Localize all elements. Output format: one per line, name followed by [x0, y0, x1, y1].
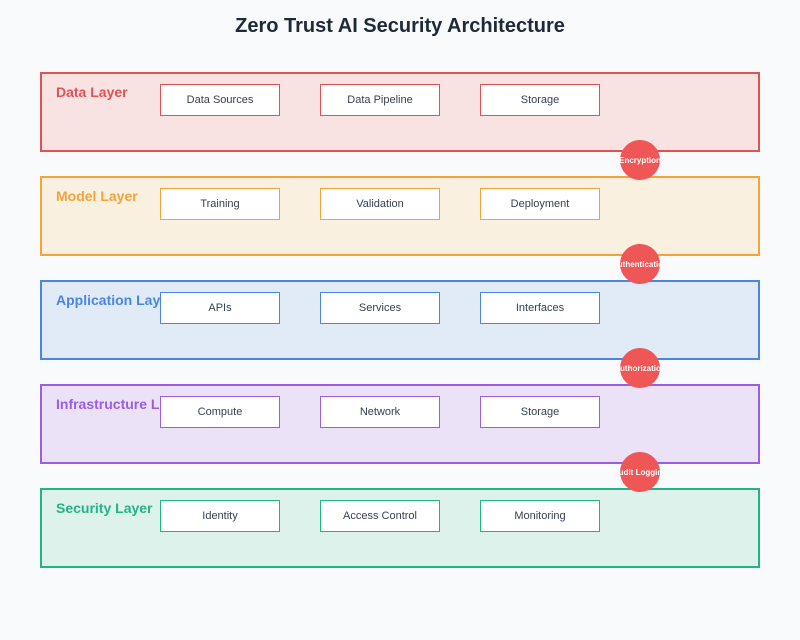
model-layer-label: Model Layer — [56, 188, 138, 204]
data-layer-box: Data Layer Data Sources Data Pipeline St… — [40, 72, 760, 152]
access-control-box: Access Control — [320, 500, 440, 532]
security-layer-box: Security Layer Identity Access Control M… — [40, 488, 760, 568]
security-layer-label: Security Layer — [56, 500, 153, 516]
network-box: Network — [320, 396, 440, 428]
data-storage-box: Storage — [480, 84, 600, 116]
model-layer-box: Model Layer Training Validation Deployme… — [40, 176, 760, 256]
validation-box: Validation — [320, 188, 440, 220]
training-box: Training — [160, 188, 280, 220]
authorization-badge: Authorization — [620, 348, 660, 388]
apis-box: APIs — [160, 292, 280, 324]
authentication-badge: Authentication — [620, 244, 660, 284]
application-layer-box: Application Layer APIs Services Interfac… — [40, 280, 760, 360]
audit-logging-badge: Audit Logging — [620, 452, 660, 492]
audit-logging-badge-label: Audit Logging — [620, 467, 660, 477]
encryption-badge-label: Encryption — [620, 155, 660, 165]
data-pipeline-box: Data Pipeline — [320, 84, 440, 116]
infrastructure-layer-label: Infrastructure Layer — [56, 396, 189, 412]
monitoring-box: Monitoring — [480, 500, 600, 532]
application-layer-label: Application Layer — [56, 292, 174, 308]
diagram-title: Zero Trust AI Security Architecture — [235, 15, 565, 37]
encryption-badge: Encryption — [620, 140, 660, 180]
data-sources-box: Data Sources — [160, 84, 280, 116]
authentication-badge-label: Authentication — [620, 259, 660, 269]
infrastructure-layer-box: Infrastructure Layer Compute Network Sto… — [40, 384, 760, 464]
identity-box: Identity — [160, 500, 280, 532]
services-box: Services — [320, 292, 440, 324]
deployment-box: Deployment — [480, 188, 600, 220]
data-layer-label: Data Layer — [56, 84, 128, 100]
interfaces-box: Interfaces — [480, 292, 600, 324]
authorization-badge-label: Authorization — [620, 363, 660, 373]
compute-box: Compute — [160, 396, 280, 428]
infra-storage-box: Storage — [480, 396, 600, 428]
